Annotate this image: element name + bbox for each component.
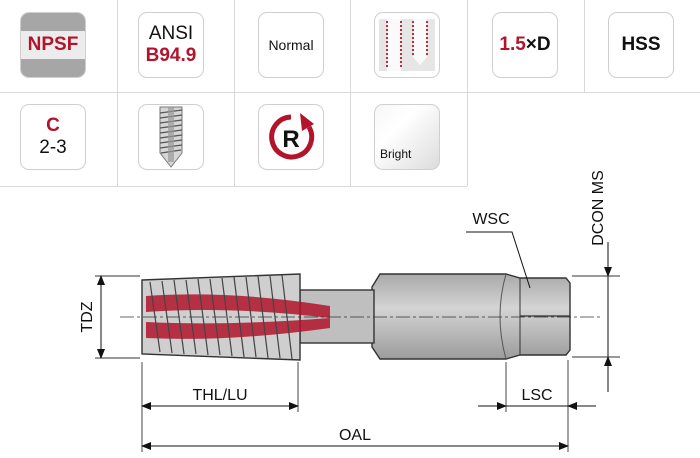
cell-material: HSS (584, 0, 700, 92)
hole-type-icon (379, 19, 435, 71)
standard-line2: B94.9 (145, 45, 197, 66)
grid-divider (584, 0, 585, 92)
oal-label: OAL (339, 427, 371, 444)
property-grid: NPSF ANSI B94.9 Normal (0, 0, 700, 187)
tap-shape-icon (159, 106, 183, 168)
right-rotation-icon: R (269, 113, 315, 160)
lsc-label: LSC (521, 387, 552, 404)
chamfer-form-tile: Normal (258, 12, 324, 78)
thread-depth-tile: 1.5×D (492, 12, 558, 78)
wsc-label: WSC (472, 211, 509, 228)
tolerance-class-line1: C (46, 115, 60, 136)
grid-divider (467, 0, 468, 186)
cell-tolerance-class: C 2-3 (0, 92, 117, 186)
standard-line1: ANSI (148, 23, 194, 44)
grid-divider (0, 186, 467, 187)
grid-divider (0, 92, 700, 93)
thread-standard-label: NPSF (21, 31, 85, 59)
cell-standard: ANSI B94.9 (117, 0, 234, 92)
thl-lu-label: THL/LU (192, 387, 247, 404)
wsc-leader-line (466, 231, 531, 289)
grid-divider (234, 0, 235, 186)
surface-finish-tile: Bright (374, 104, 440, 170)
standard-tile: ANSI B94.9 (138, 12, 204, 78)
dcon-ms-label: DCON MS (590, 170, 607, 246)
through-blind-hole-icon (374, 12, 440, 78)
grid-divider (350, 0, 351, 186)
cell-chamfer-shape (117, 92, 234, 186)
material-tile: HSS (608, 12, 674, 78)
right-hand-cutting-icon: R (258, 104, 324, 170)
cell-chamfer-form: Normal (234, 0, 350, 92)
material-label: HSS (621, 34, 661, 55)
cell-thread-standard: NPSF (0, 0, 117, 92)
npsf-thread-icon: NPSF (20, 12, 86, 78)
chamfer-form-label: Normal (268, 37, 314, 53)
tap-body (120, 273, 600, 361)
cell-hole-type (350, 0, 467, 92)
tolerance-class-tile: C 2-3 (20, 104, 86, 170)
cell-surface-finish: Bright (350, 92, 467, 186)
grid-divider (117, 0, 118, 186)
thread-depth-value: 1.5 (499, 34, 526, 55)
thread-depth-suffix: ×D (525, 34, 551, 55)
direction-letter: R (282, 126, 299, 153)
tdz-label: TDZ (79, 301, 96, 332)
cell-cutting-direction: R (234, 92, 350, 186)
tolerance-class-line2: 2-3 (39, 137, 67, 158)
tap-chamfer-icon (138, 104, 204, 170)
surface-finish-label: Bright (380, 147, 412, 161)
cell-thread-depth: 1.5×D (467, 0, 584, 92)
